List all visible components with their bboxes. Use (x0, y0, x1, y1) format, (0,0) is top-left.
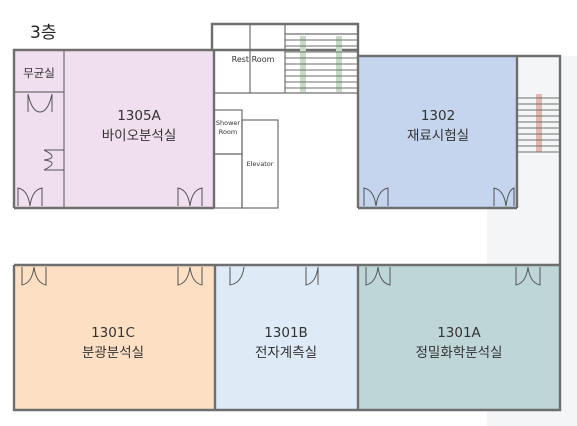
room-1302 (358, 56, 517, 208)
east-stair (518, 94, 560, 153)
room-1301a-name: 정밀화학분석실 (416, 345, 503, 361)
room-1301b-number: 1301B (264, 325, 308, 341)
doors (17, 93, 541, 286)
room-1302-number: 1302 (421, 108, 455, 124)
room-1301b-name: 전자계측실 (255, 345, 317, 361)
elevator-label: Elevator (247, 160, 274, 168)
floor-title: 3층 (30, 23, 57, 43)
room-1301a-number: 1301A (437, 325, 481, 341)
main-stair (285, 36, 358, 92)
room-1301c-name: 분광분석실 (82, 345, 144, 361)
shower-room-label-2: Room (219, 128, 238, 136)
room-1301b (215, 265, 358, 410)
rest-room-label: Rest Room (232, 55, 275, 64)
room-mugyun-label: 무균실 (23, 66, 55, 80)
room-1301c (14, 265, 215, 410)
room-1301c-number: 1301C (91, 325, 135, 341)
room-1301a (358, 265, 560, 410)
room-1305a-name: 바이오분석실 (102, 128, 177, 144)
shower-room-label-1: Shower (216, 119, 241, 127)
room-1305a (14, 50, 214, 208)
room-1302-name: 재료시험실 (407, 128, 469, 144)
room-1305a-number: 1305A (117, 108, 161, 124)
